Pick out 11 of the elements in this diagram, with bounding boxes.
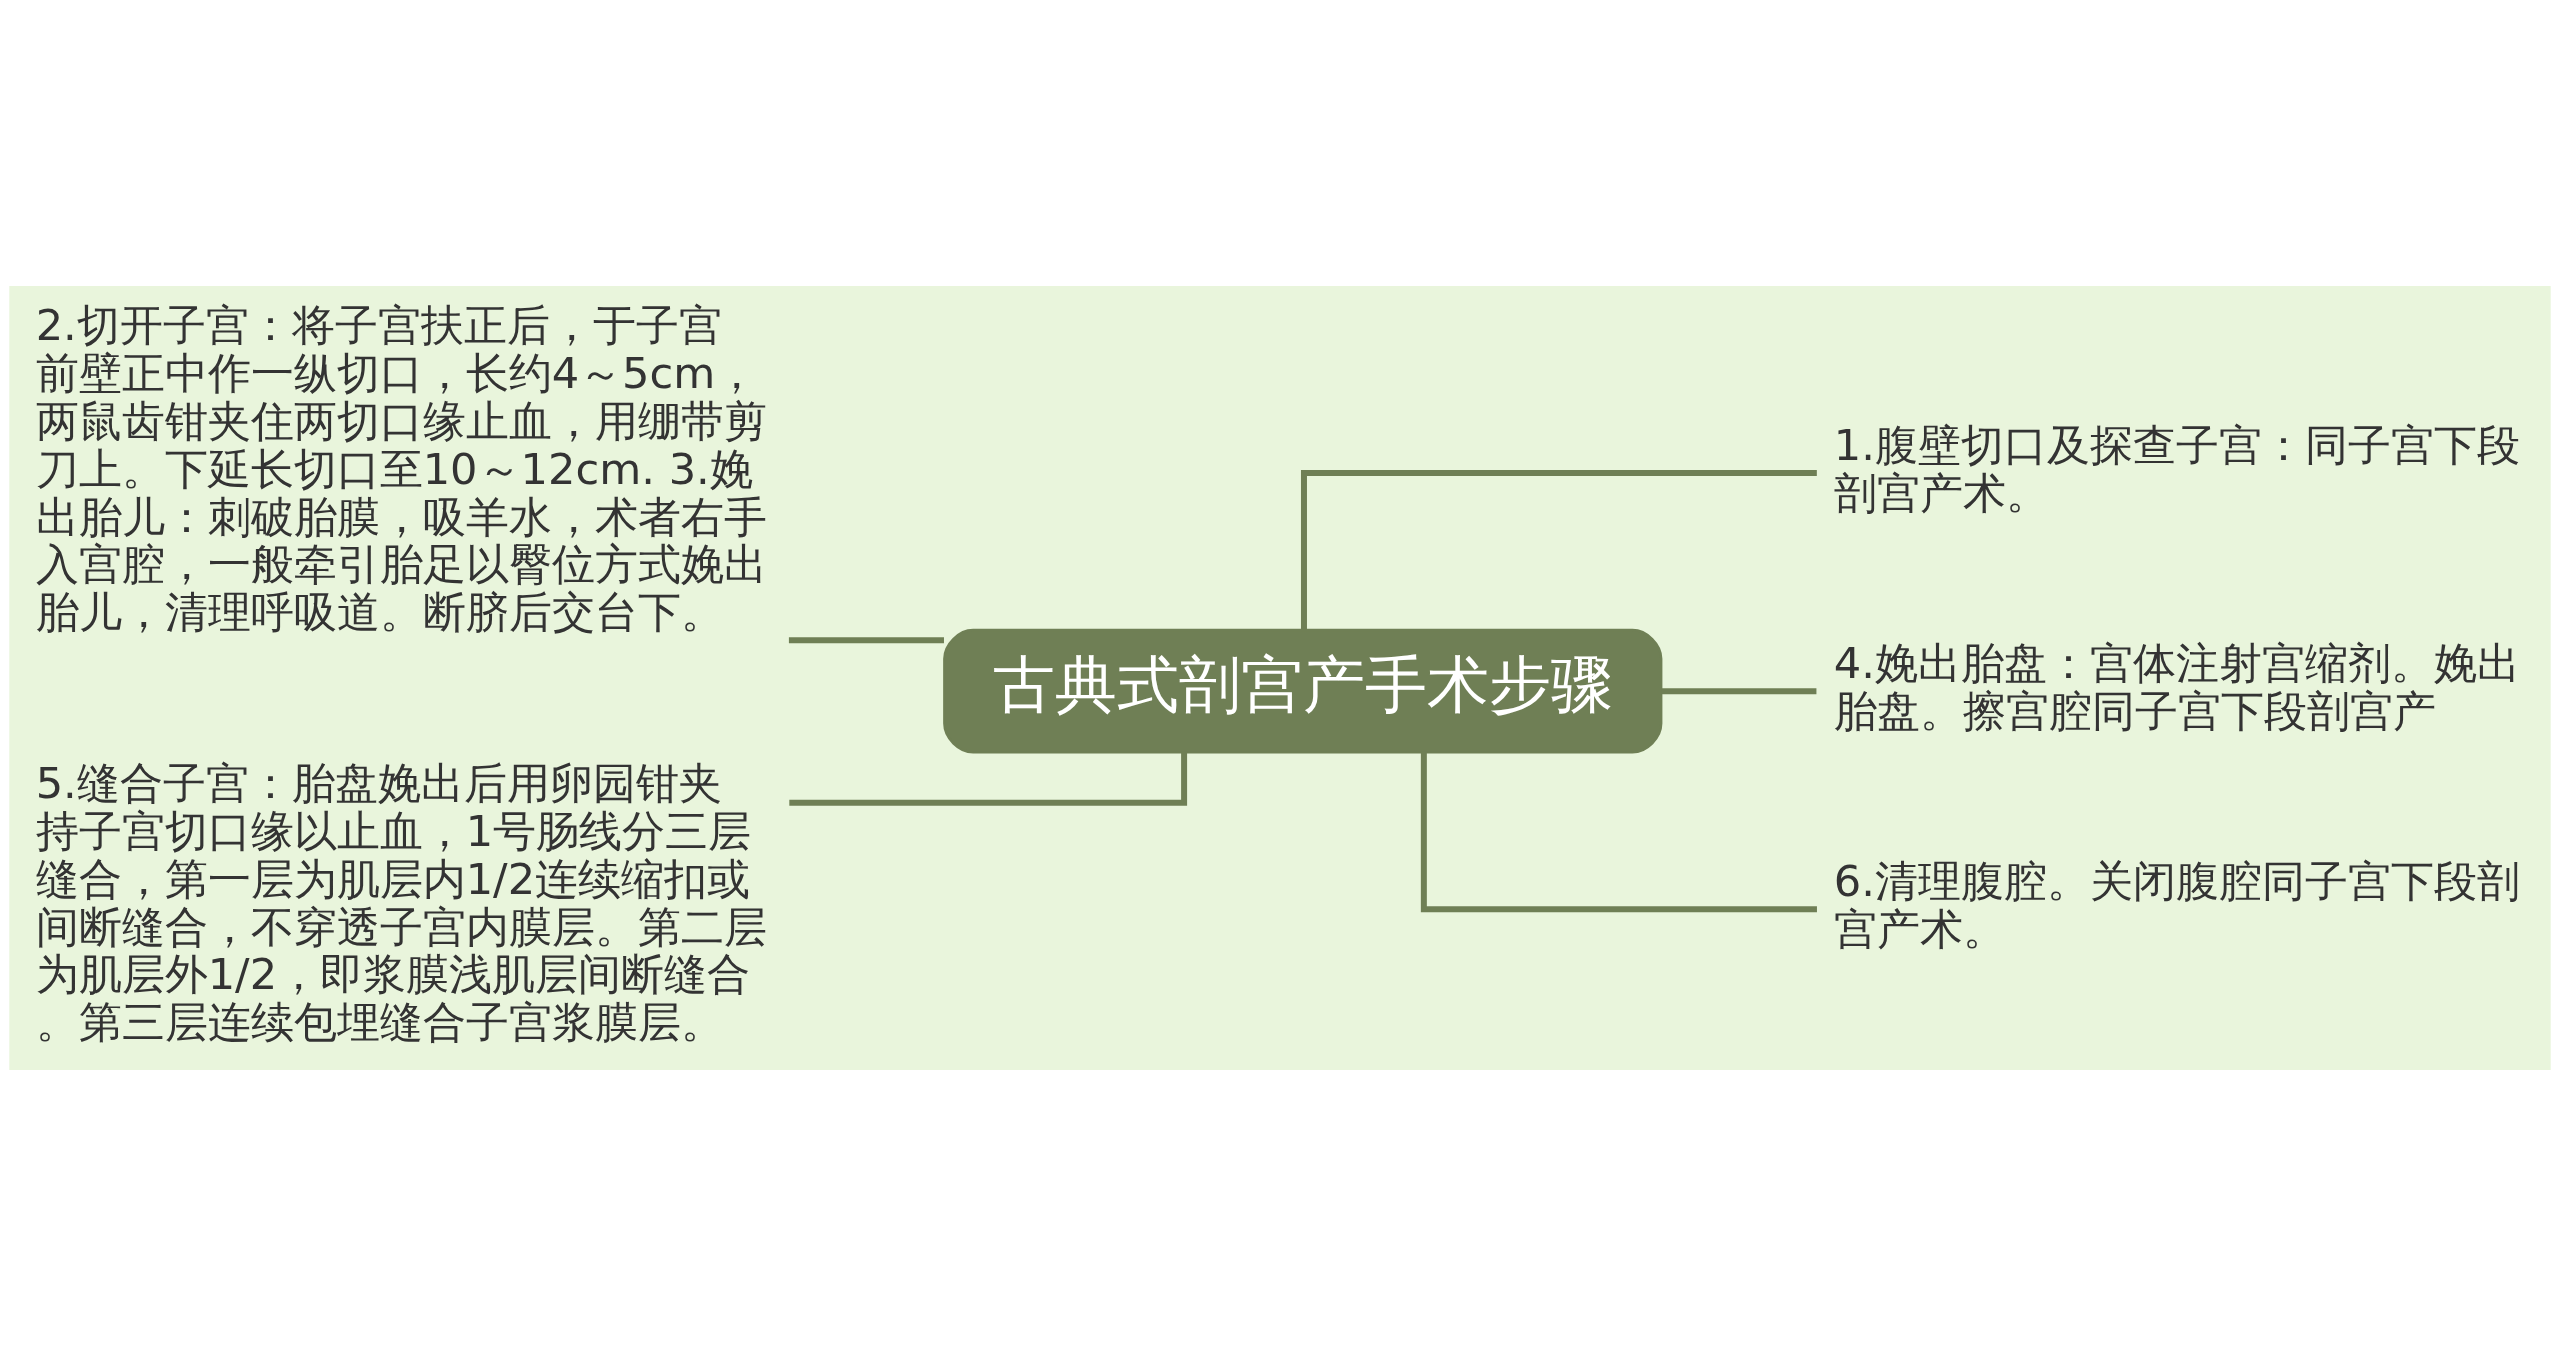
connector: [789, 752, 1188, 806]
node-text: 1.腹壁切口及探查子宫：同子宫下段剖宫产术。: [1833, 419, 2521, 518]
node-box: 古典式剖宫产手术步骤: [943, 628, 1663, 754]
connector: [1661, 687, 1817, 694]
node-text: 5.缝合子宫：胎盘娩出后用卵园钳夹持子宫切口缘以止血，1号肠线分三层缝合，第一层为肌层内1/2连续缩扣或间断缝合，不穿透子宫内膜层。第二层为肌层外1/2，即浆膜浅肌层间断缝合。第三层连续包埋缝合子宫浆膜层。: [35, 757, 767, 1047]
connector: [1301, 469, 1817, 629]
connector: [788, 636, 944, 643]
node-text: 4.娩出胎盘：宫体注射宫缩剂。娩出胎盘。擦宫腔同子宫下段剖宫产: [1833, 637, 2521, 736]
node-text: 6.清理腹腔。关闭腹腔同子宫下段剖宫产术。: [1833, 855, 2521, 954]
connector: [1420, 752, 1817, 912]
node-text: 2.切开子宫：将子宫扶正后，于子宫前壁正中作一纵切口，长约4～5cm，两鼠齿钳夹住两切口缘止血，用绷带剪刀上。下延长切口至10～12cm. 3.娩出胎儿：刺破胎膜，吸羊水，术者右手入宫腔，一般牵引胎足以臀位方式娩出胎儿，清理呼吸道。断脐后交台下。: [35, 299, 767, 637]
